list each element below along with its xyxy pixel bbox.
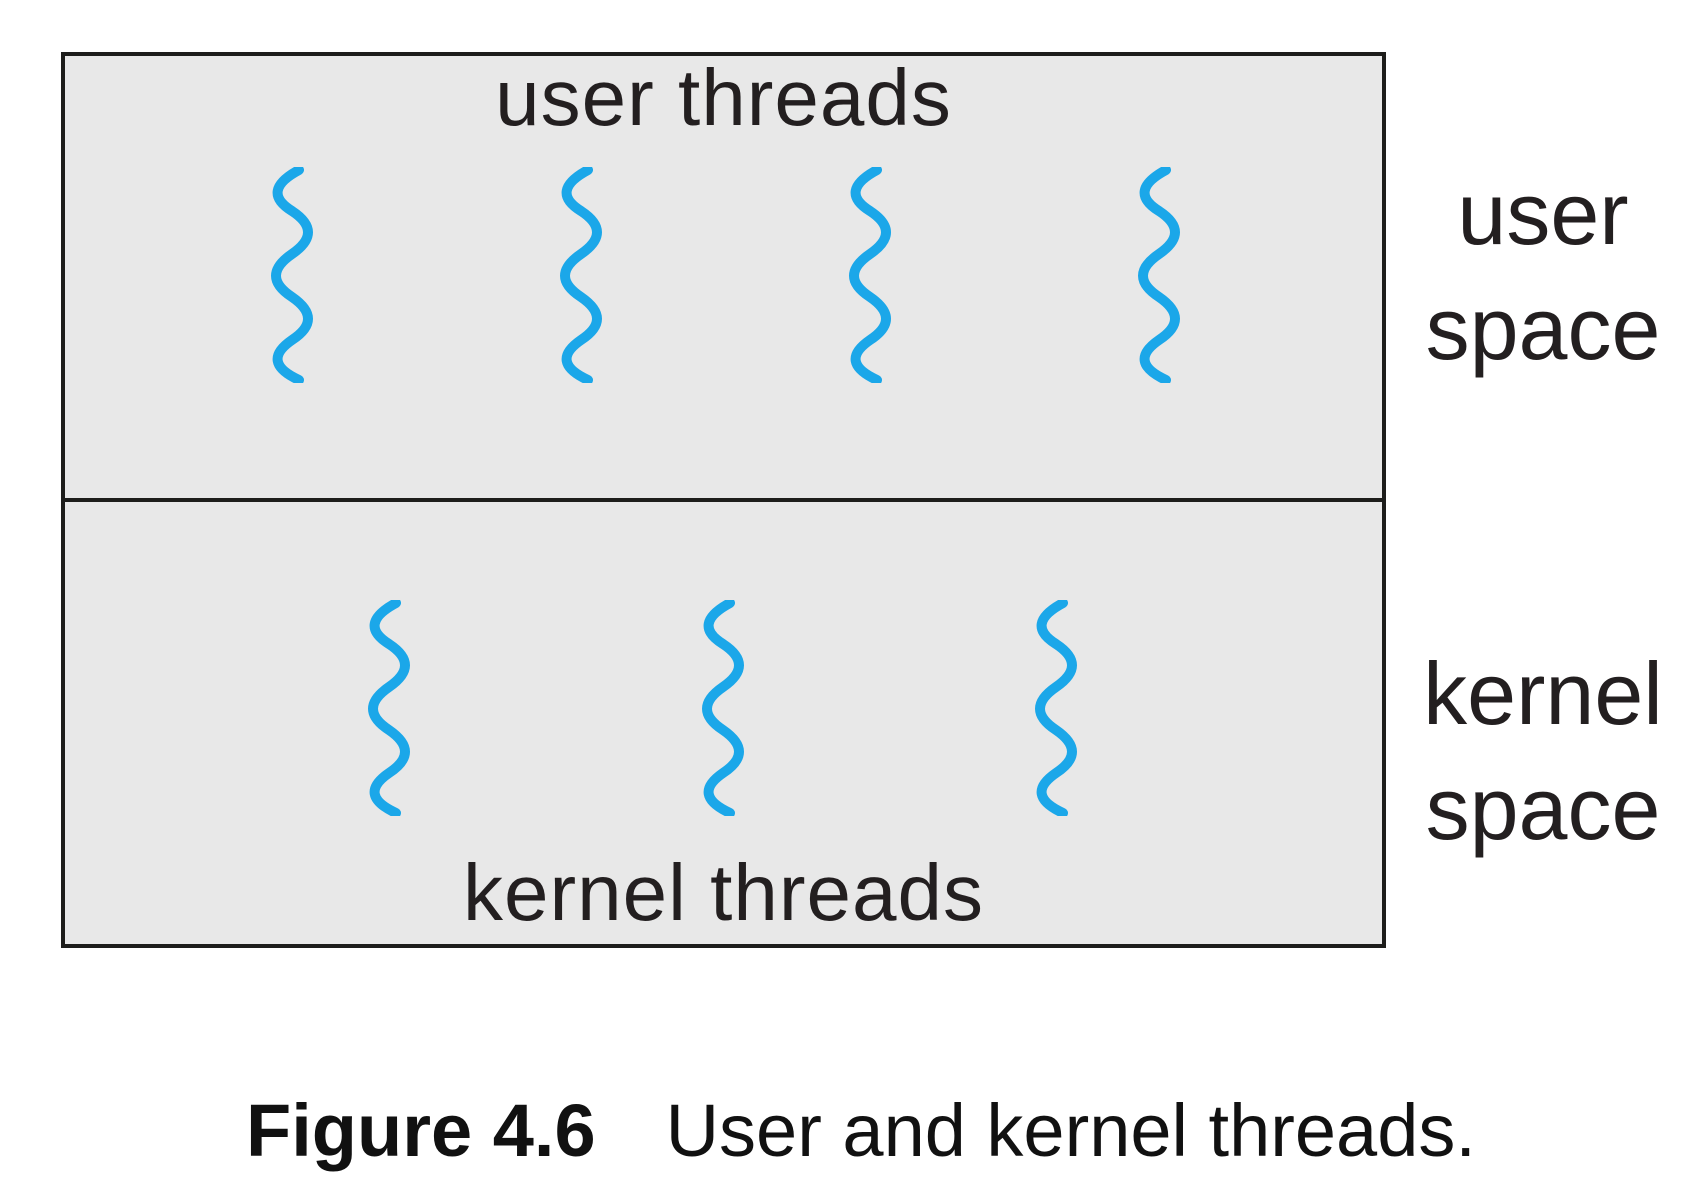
user-space-region: user threads — [65, 56, 1382, 502]
user-threads-row — [65, 167, 1382, 383]
process-address-space-box: user threads kernel threads — [61, 52, 1386, 948]
kernel-space-side-label: kernel space — [1386, 636, 1700, 866]
kernel-space-side-label-line2: space — [1425, 759, 1661, 858]
kernel-space-side-label-line1: kernel — [1423, 644, 1663, 743]
kernel-thread-squiggle-icon — [1035, 600, 1077, 816]
figure-caption-title: User and kernel threads. — [665, 1089, 1476, 1172]
user-space-side-label-line1: user — [1457, 164, 1629, 263]
user-thread-squiggle-icon — [1138, 167, 1180, 383]
user-threads-label: user threads — [495, 53, 952, 142]
figure-caption-number: Figure 4.6 — [246, 1089, 596, 1172]
user-thread-squiggle-icon — [271, 167, 313, 383]
user-space-side-label: user space — [1386, 156, 1700, 386]
user-thread-squiggle-icon — [560, 167, 602, 383]
kernel-threads-label: kernel threads — [463, 848, 984, 937]
user-thread-squiggle-icon — [849, 167, 891, 383]
kernel-thread-squiggle-icon — [701, 600, 744, 816]
kernel-space-region: kernel threads — [65, 502, 1382, 944]
kernel-threads-row — [65, 600, 1382, 816]
kernel-thread-squiggle-icon — [368, 600, 410, 816]
user-space-side-label-line2: space — [1425, 279, 1661, 378]
